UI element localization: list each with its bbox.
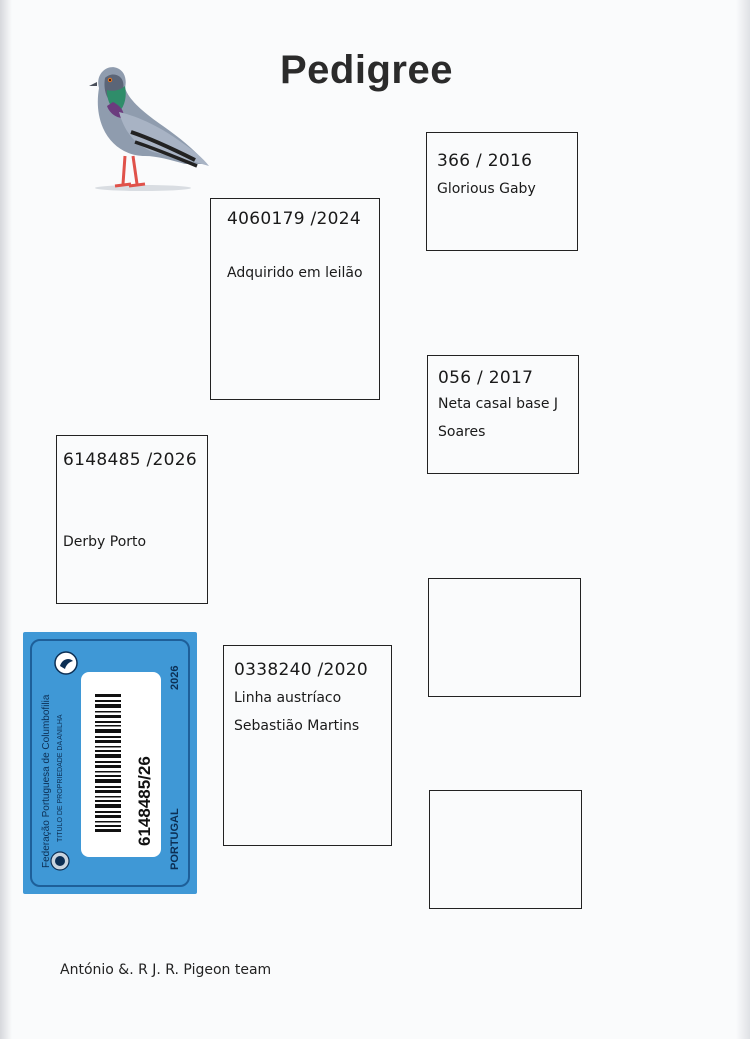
subject-note: Derby Porto <box>63 534 147 550</box>
subject-ring: 6148485 /2026 <box>63 450 198 470</box>
sire-dam-ring: 056 / 2017 <box>438 368 534 388</box>
sire-dam-note-line2: Soares <box>438 424 486 440</box>
barcode <box>95 694 121 832</box>
card-country: PORTUGAL <box>169 808 181 870</box>
sheet-shadow-right <box>736 0 750 1039</box>
owner-signature: António &. R J. R. Pigeon team <box>60 962 272 978</box>
card-border <box>30 639 190 887</box>
card-year: 2026 <box>169 665 181 690</box>
dam-note-line2: Sebastião Martins <box>234 718 360 734</box>
sire-ring: 4060179 /2024 <box>227 209 362 229</box>
federation-seal-icon <box>50 851 70 871</box>
ring-ownership-card: Federação Portuguesa de Columbofilia TIT… <box>23 632 197 894</box>
card-federation-name: Federação Portuguesa de Columbofilia <box>41 694 52 868</box>
sire-dam-note-line1: Neta casal base J <box>438 396 559 412</box>
dam-dam-box <box>429 790 582 909</box>
pigeon-illustration <box>89 67 209 191</box>
dam-note-line1: Linha austríaco <box>234 690 342 706</box>
sire-sire-box: 366 / 2016 Glorious Gaby <box>426 132 578 251</box>
sire-sire-note: Glorious Gaby <box>437 181 536 197</box>
subject-box: 6148485 /2026 Derby Porto <box>56 435 208 604</box>
sheet-shadow-left <box>0 0 12 1039</box>
sire-note: Adquirido em leilão <box>227 265 363 281</box>
dam-ring: 0338240 /2020 <box>234 660 369 680</box>
sire-dam-box: 056 / 2017 Neta casal base J Soares <box>427 355 579 474</box>
barcode-panel <box>81 672 161 857</box>
federation-emblem-icon <box>54 651 78 675</box>
card-ring-number: 6148485/26 <box>135 756 154 846</box>
sire-box: 4060179 /2024 Adquirido em leilão <box>210 198 380 400</box>
dam-box: 0338240 /2020 Linha austríaco Sebastião … <box>223 645 392 846</box>
card-subtitle: TITULO DE PROPRIEDADE DA ANILHA <box>57 714 64 842</box>
dam-sire-box <box>428 578 581 697</box>
sire-sire-ring: 366 / 2016 <box>437 151 533 171</box>
page-title: Pedigree <box>280 48 453 92</box>
